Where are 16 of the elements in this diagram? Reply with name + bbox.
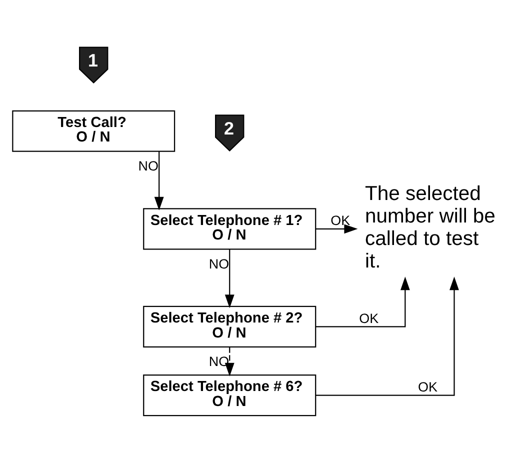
edge-label: OK [359, 310, 379, 326]
edge-label: NO [208, 256, 230, 272]
node-box: Test Call? O / N [12, 110, 176, 152]
arrow [224, 347, 234, 376]
arrow [316, 276, 410, 328]
node-box: Select Telephone # 6? O / N [143, 374, 316, 416]
edge-label: OK [330, 213, 350, 228]
edge-label: OK [418, 379, 438, 394]
arrow [224, 249, 234, 308]
node-text: The selected number will be called to test it. [365, 183, 496, 273]
edge-label: NO [138, 158, 159, 174]
arrow [316, 224, 358, 234]
node-box: Select Telephone # 1? O / N [143, 208, 316, 250]
node-box: Select Telephone # 2? O / N [143, 306, 316, 348]
arrow [316, 276, 459, 396]
arrow [154, 151, 164, 210]
